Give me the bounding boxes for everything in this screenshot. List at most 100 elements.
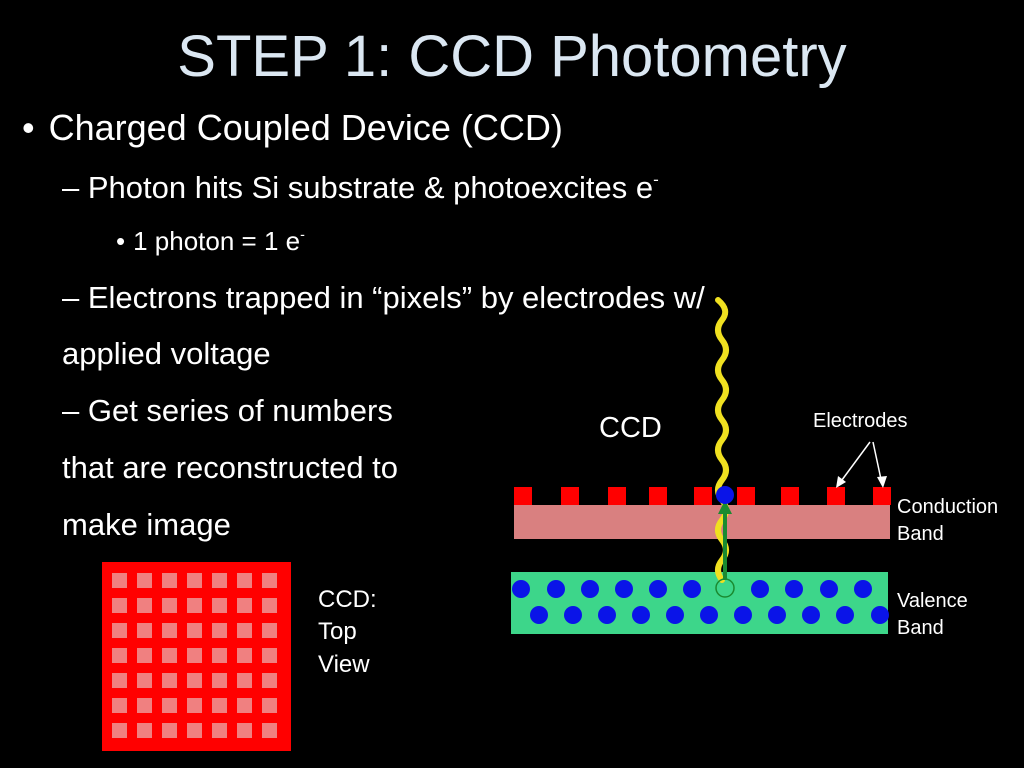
ccd-pixel: [137, 598, 152, 613]
bullet-dot-small: •: [116, 226, 126, 256]
valence-electron: [734, 606, 752, 624]
slide-title: STEP 1: CCD Photometry: [177, 24, 847, 89]
ccd-pixel: [137, 723, 152, 738]
photon-wave: [715, 297, 729, 583]
valence-electron: [854, 580, 872, 598]
subbullet-series-numbers-cont2: make image: [62, 507, 231, 542]
ccd-pixel: [237, 698, 252, 713]
ccd-pixel: [262, 673, 277, 688]
valence-electron: [666, 606, 684, 624]
ccd-pixel: [112, 598, 127, 613]
ccd-pixel: [112, 673, 127, 688]
ccd-top-view-grid: [102, 562, 291, 751]
ccd-pixel: [262, 723, 277, 738]
electrodes-group: [514, 487, 891, 505]
ccd-label: CCD: [599, 412, 662, 444]
subbullet-electrons-trapped: – Electrons trapped in “pixels” by elect…: [62, 280, 705, 315]
ccd-pixel: [212, 623, 227, 638]
ccd-pixel: [262, 598, 277, 613]
top-view-label-line2: Top: [318, 618, 357, 646]
ccd-pixel: [162, 573, 177, 588]
valence-electron: [547, 580, 565, 598]
ccd-pixel: [137, 623, 152, 638]
subbullet-photon-hits-text: – Photon hits Si substrate & photoexcite…: [62, 170, 654, 205]
ccd-pixel: [262, 648, 277, 663]
ccd-pixel: [187, 598, 202, 613]
ccd-pixel: [162, 648, 177, 663]
electrodes-label: Electrodes: [813, 410, 908, 432]
ccd-pixel: [237, 598, 252, 613]
ccd-pixel: [162, 598, 177, 613]
ccd-pixel: [212, 673, 227, 688]
electrode: [694, 487, 712, 505]
bullet-ccd: • Charged Coupled Device (CCD): [22, 110, 563, 146]
valence-electron: [598, 606, 616, 624]
subsubbullet-photon-electron: •1 photon = 1 e-: [116, 228, 305, 254]
valence-electron: [836, 606, 854, 624]
valence-electrons-group: [512, 580, 889, 624]
valence-electron: [768, 606, 786, 624]
electrode: [827, 487, 845, 505]
valence-band-label-line1: Valence: [897, 590, 968, 612]
ccd-pixel: [187, 698, 202, 713]
ccd-pixel: [237, 723, 252, 738]
electrode: [608, 487, 626, 505]
conduction-band-label-line2: Band: [897, 523, 944, 545]
ccd-pixel: [262, 623, 277, 638]
ccd-pixel: [212, 648, 227, 663]
conduction-band-label-line1: Conduction: [897, 496, 999, 518]
valence-band-label: Valence Band: [897, 588, 968, 642]
subbullet-photon-hits: – Photon hits Si substrate & photoexcite…: [62, 170, 659, 205]
ccd-pixel: [137, 648, 152, 663]
ccd-pixel: [187, 648, 202, 663]
valence-electron: [512, 580, 530, 598]
ccd-pixel: [237, 623, 252, 638]
subsubbullet-text: 1 photon = 1 e: [133, 226, 301, 256]
ccd-pixel: [262, 573, 277, 588]
electrode: [514, 487, 532, 505]
ccd-top-view-label: CCD: Top View: [318, 584, 377, 681]
ccd-pixel: [162, 723, 177, 738]
valence-electron: [683, 580, 701, 598]
ccd-pixel: [162, 623, 177, 638]
valence-electron: [530, 606, 548, 624]
bullet-dot: •: [22, 107, 35, 148]
ccd-pixel: [187, 623, 202, 638]
ccd-pixel: [237, 673, 252, 688]
electrode-pointer-right-head: [877, 476, 887, 488]
excitation-arrow-head: [718, 500, 732, 514]
valence-electron: [871, 606, 889, 624]
valence-electron: [581, 580, 599, 598]
ccd-pixel: [212, 698, 227, 713]
top-view-label-line3: View: [318, 650, 370, 678]
valence-electron: [632, 606, 650, 624]
ccd-pixel: [212, 723, 227, 738]
excited-electron: [716, 486, 734, 504]
ccd-pixel: [187, 723, 202, 738]
electrode-pointer-left-head: [836, 476, 846, 488]
ccd-pixel: [187, 573, 202, 588]
ccd-pixel: [112, 648, 127, 663]
ccd-pixel: [112, 623, 127, 638]
electrode: [737, 487, 755, 505]
ccd-pixel: [262, 698, 277, 713]
valence-electron: [564, 606, 582, 624]
valence-electron: [615, 580, 633, 598]
electron-charge-sup: -: [653, 170, 659, 190]
ccd-pixel: [137, 573, 152, 588]
top-view-label-line1: CCD:: [318, 586, 377, 613]
ccd-pixel: [237, 573, 252, 588]
ccd-pixel: [187, 673, 202, 688]
valence-band-label-line2: Band: [897, 617, 944, 639]
bullet-ccd-text: Charged Coupled Device (CCD): [48, 107, 563, 148]
subbullet-series-numbers: – Get series of numbers: [62, 393, 393, 428]
ccd-pixel: [212, 598, 227, 613]
ccd-pixel: [212, 573, 227, 588]
ccd-pixel: [237, 648, 252, 663]
ccd-pixel: [112, 723, 127, 738]
ccd-pixel: [112, 573, 127, 588]
ccd-pixel: [137, 673, 152, 688]
subbullet-series-numbers-cont: that are reconstructed to: [62, 450, 399, 485]
conduction-band-label: Conduction Band: [897, 494, 998, 548]
